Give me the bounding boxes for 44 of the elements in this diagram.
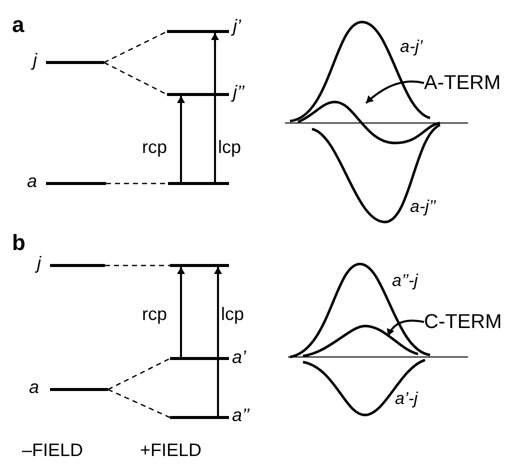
dashed-connector — [104, 62, 168, 96]
dashed-connector — [106, 182, 168, 184]
term-label: C-TERM — [424, 311, 502, 333]
dashed-connector — [108, 358, 170, 390]
energy-level — [46, 182, 106, 185]
panel-letter: b — [12, 232, 26, 254]
edge-label: lcp — [221, 304, 244, 324]
transition-arrow — [177, 96, 185, 182]
leader-line — [365, 80, 424, 104]
panel-letter: a — [12, 14, 24, 36]
transition-arrow — [177, 267, 185, 357]
energy-level — [168, 182, 229, 185]
curve-label: a-j’’ — [410, 198, 436, 215]
curve-label: a’’-j — [392, 272, 418, 289]
curve-label: a’-j — [395, 390, 418, 407]
mcd-curve — [301, 324, 420, 358]
dashed-connector — [104, 30, 168, 64]
transition-arrow — [211, 33, 219, 182]
energy-level — [170, 357, 229, 360]
energy-level — [170, 416, 229, 419]
mcd-curve — [296, 100, 442, 145]
dashed-connector — [105, 264, 170, 266]
leader-line — [387, 320, 424, 336]
level-label: a’ — [232, 347, 246, 367]
level-label: j — [33, 50, 37, 70]
edge-label: lcp — [218, 137, 242, 157]
dashed-connector — [108, 388, 170, 418]
axis-label: –FIELD — [22, 441, 84, 459]
energy-level — [167, 30, 229, 33]
curve-label: a-j’ — [400, 38, 423, 55]
energy-level — [50, 388, 108, 391]
level-label: a — [27, 171, 38, 191]
level-label: a — [29, 377, 40, 397]
level-label: a’’ — [232, 405, 250, 425]
level-label: j’’ — [233, 82, 244, 102]
energy-level — [167, 93, 229, 96]
energy-level — [46, 61, 104, 64]
energy-level — [50, 264, 105, 267]
level-label: j’ — [233, 16, 241, 36]
term-label: A-TERM — [424, 72, 501, 94]
level-label: j — [37, 253, 41, 273]
transition-arrow — [214, 267, 222, 416]
energy-level — [170, 264, 229, 267]
axis-label: +FIELD — [140, 441, 202, 459]
